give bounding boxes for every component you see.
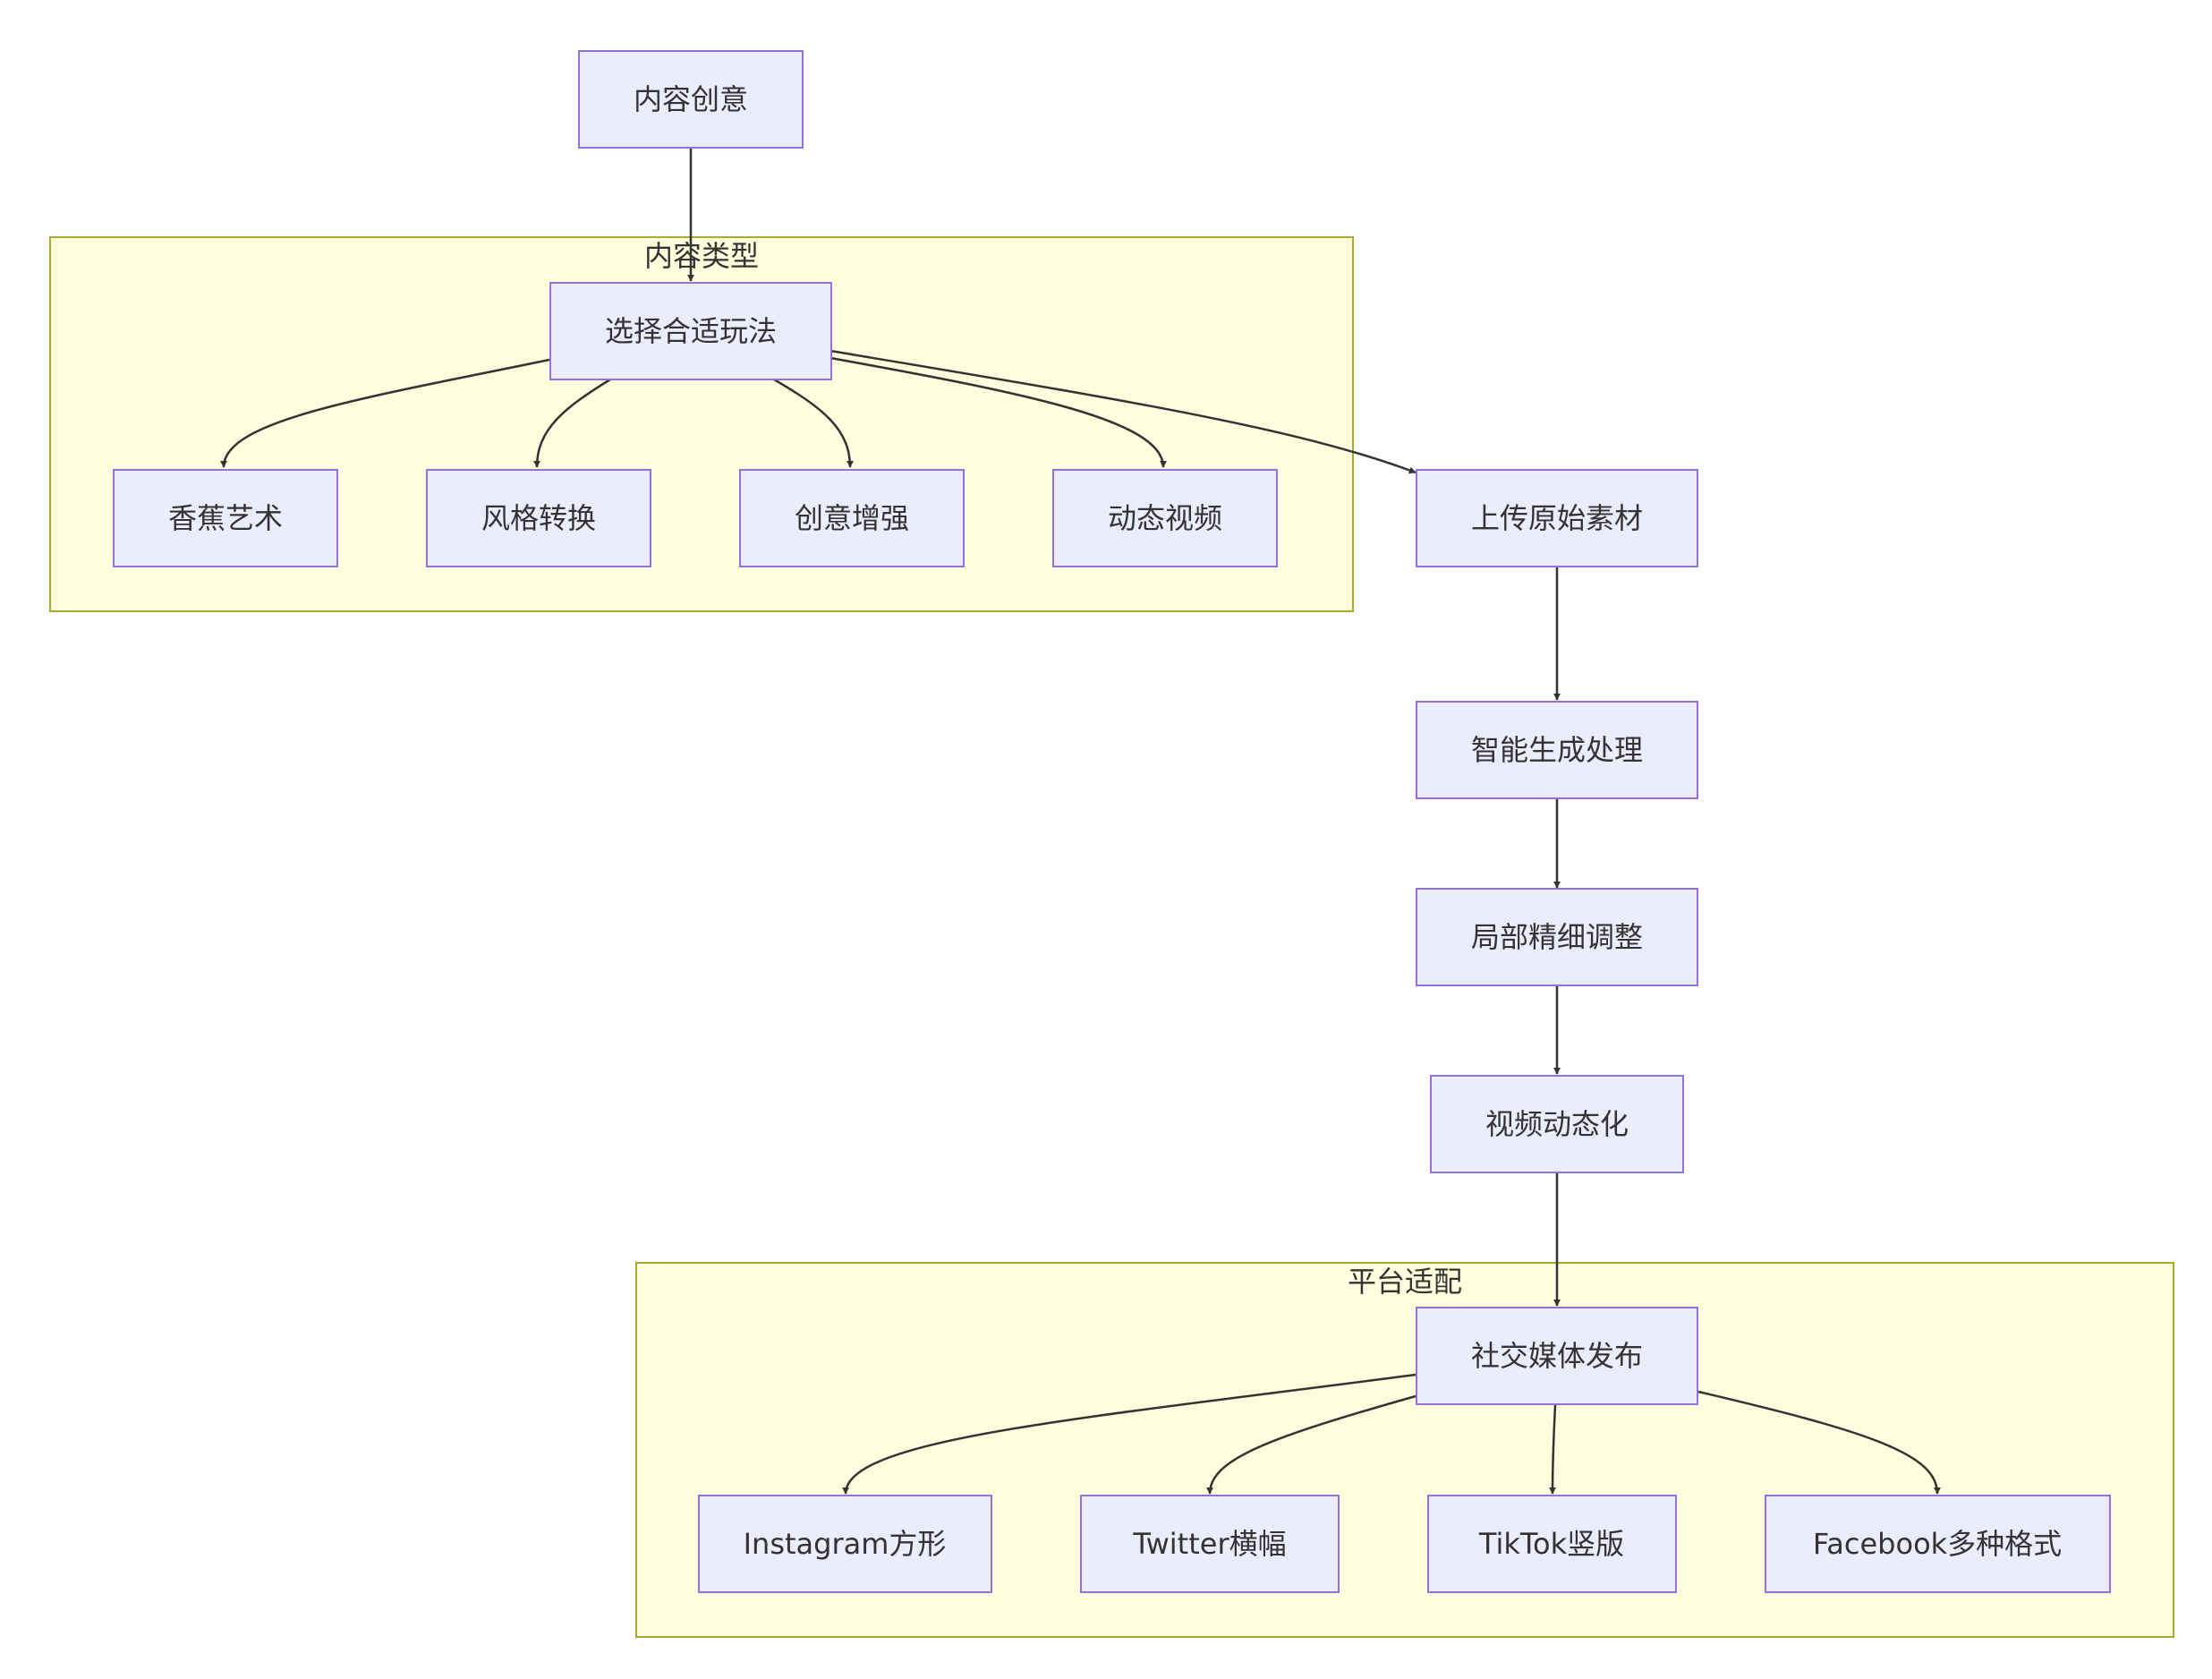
edge-choose-style: [533, 378, 611, 468]
node-publish: 社交媒体发布: [1416, 1307, 1698, 1405]
edge-choose-enhance: [773, 378, 854, 468]
node-idea: 内容创意: [578, 50, 804, 149]
node-twitter-label: Twitter横幅: [1132, 1527, 1286, 1561]
node-instagram-label: Instagram方形: [744, 1527, 947, 1561]
node-choose: 选择合适玩法: [549, 282, 832, 380]
node-tiktok: TikTok竖版: [1427, 1495, 1677, 1593]
node-animate-label: 视频动态化: [1485, 1107, 1629, 1141]
cluster-platform-label: 平台适配: [1348, 1265, 1462, 1299]
node-style: 风格转换: [426, 469, 651, 567]
node-twitter: Twitter横幅: [1080, 1495, 1340, 1593]
node-enhance: 创意增强: [739, 469, 965, 567]
edge-publish-facebook: [1697, 1390, 1941, 1495]
edge-publish-tiktok: [1549, 1404, 1557, 1495]
node-facebook: Facebook多种格式: [1765, 1495, 2111, 1593]
edges: [220, 148, 1941, 1495]
node-tiktok-label: TikTok竖版: [1478, 1527, 1624, 1561]
node-style-label: 风格转换: [481, 501, 596, 535]
node-dynamic: 动态视频: [1052, 469, 1278, 567]
node-refine: 局部精细调整: [1416, 888, 1698, 986]
edge-choose-dynamic: [830, 356, 1167, 468]
node-upload: 上传原始素材: [1416, 469, 1698, 567]
node-banana: 香蕉艺术: [113, 469, 338, 567]
node-choose-label: 选择合适玩法: [605, 314, 777, 348]
edge-choose-banana: [220, 358, 550, 468]
node-instagram: Instagram方形: [698, 1495, 992, 1593]
node-enhance-label: 创意增强: [795, 501, 909, 535]
node-refine-label: 局部精细调整: [1471, 920, 1643, 954]
cluster-content-types-label: 内容类型: [644, 239, 759, 273]
node-generate-label: 智能生成处理: [1471, 733, 1643, 767]
node-facebook-label: Facebook多种格式: [1813, 1527, 2062, 1561]
node-generate: 智能生成处理: [1416, 701, 1698, 799]
edge-publish-twitter: [1206, 1394, 1417, 1495]
edge-publish-instagram: [842, 1373, 1417, 1495]
edge-choose-upload: [830, 349, 1417, 474]
node-publish-label: 社交媒体发布: [1471, 1339, 1643, 1373]
node-upload-label: 上传原始素材: [1471, 501, 1643, 535]
node-animate: 视频动态化: [1430, 1075, 1684, 1173]
node-idea-label: 内容创意: [634, 82, 748, 116]
node-banana-label: 香蕉艺术: [168, 501, 283, 535]
node-dynamic-label: 动态视频: [1108, 501, 1222, 535]
